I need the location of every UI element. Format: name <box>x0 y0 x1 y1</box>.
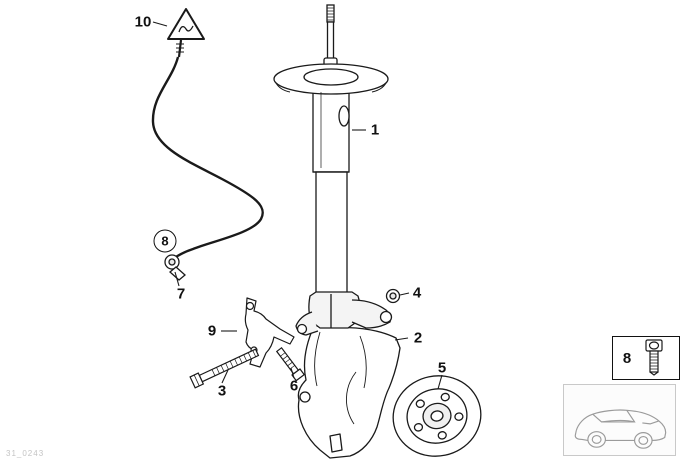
callout-strut: 1 <box>370 121 380 139</box>
warning-triangle-icon <box>167 8 205 40</box>
callout-wheel-hub: 5 <box>437 359 447 377</box>
callout-inset-bolt: 8 <box>622 349 632 367</box>
diagram-code: 31_0243 <box>6 449 45 458</box>
callout-bracket: 9 <box>207 322 217 340</box>
callout-nut: 4 <box>412 284 422 302</box>
callout-long-bolt: 3 <box>217 382 227 400</box>
callout-knuckle: 2 <box>413 329 423 347</box>
socket-head-bolt-icon <box>645 339 663 376</box>
wheel-hub-bearing <box>392 375 482 457</box>
callout-sensor-circled: 8 <box>153 229 177 253</box>
bolt-short <box>275 346 306 382</box>
sensor-cable <box>151 39 264 260</box>
strut-assembly <box>273 4 389 295</box>
inset-fastener-box: 8 <box>612 336 680 380</box>
abs-sensor <box>164 254 186 281</box>
nut <box>385 288 401 304</box>
car-thumbnail-box <box>563 384 676 456</box>
sensor-bracket <box>244 297 295 368</box>
car-thumbnail-icon <box>574 409 667 449</box>
callout-short-bolt: 6 <box>289 377 299 395</box>
steering-knuckle <box>295 291 401 459</box>
callout-warning-triangle: 10 <box>134 13 152 31</box>
callout-lines <box>152 21 443 390</box>
callout-speed-sensor: 7 <box>176 285 186 303</box>
bolt-long <box>189 348 260 389</box>
